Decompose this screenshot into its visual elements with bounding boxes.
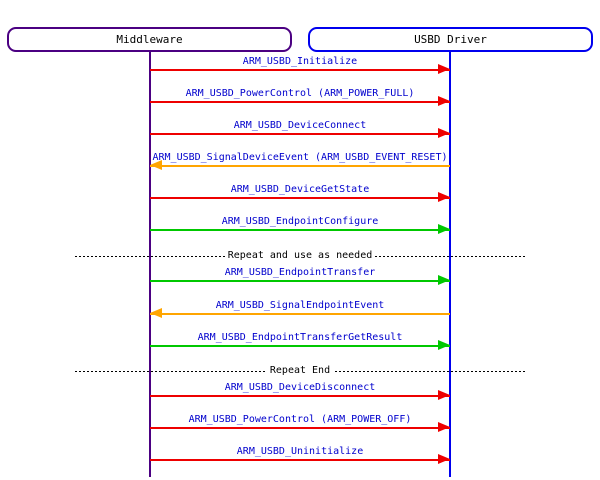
message-label[interactable]: ARM_USBD_EndpointTransfer [224,267,376,278]
message-line [150,427,450,429]
participant-label: USBD Driver [414,33,487,46]
message-label[interactable]: ARM_USBD_SignalEndpointEvent [215,300,385,311]
arrowhead-icon [438,224,450,234]
message-label[interactable]: ARM_USBD_DeviceConnect [233,120,367,131]
participant-box-usbd-driver: USBD Driver [308,27,593,52]
arrowhead-icon [438,390,450,400]
message-line [150,101,450,103]
arrowhead-icon [438,192,450,202]
message-line [150,165,450,167]
message-label[interactable]: ARM_USBD_Initialize [242,56,358,67]
message-line [150,459,450,461]
arrowhead-icon [438,422,450,432]
arrowhead-icon [438,64,450,74]
arrowhead-icon [150,160,162,170]
lifeline-usbd-driver [449,52,451,477]
message-label[interactable]: ARM_USBD_PowerControl (ARM_POWER_FULL) [185,88,415,99]
message-line [150,280,450,282]
arrowhead-icon [438,275,450,285]
separator-label: Repeat and use as needed [75,249,525,263]
message-label[interactable]: ARM_USBD_SignalDeviceEvent (ARM_USBD_EVE… [152,152,448,163]
arrowhead-icon [438,340,450,350]
arrowhead-icon [438,454,450,464]
message-line [150,133,450,135]
message-line [150,313,450,315]
message-line [150,69,450,71]
arrowhead-icon [150,308,162,318]
message-label[interactable]: ARM_USBD_DeviceDisconnect [224,382,376,393]
message-line [150,395,450,397]
message-line [150,197,450,199]
lifeline-middleware [149,52,151,477]
participant-box-middleware: Middleware [7,27,292,52]
message-label[interactable]: ARM_USBD_DeviceGetState [230,184,370,195]
message-label[interactable]: ARM_USBD_PowerControl (ARM_POWER_OFF) [188,414,412,425]
arrowhead-icon [438,128,450,138]
arrowhead-icon [438,96,450,106]
message-label[interactable]: ARM_USBD_EndpointTransferGetResult [197,332,403,343]
separator-label: Repeat End [75,364,525,378]
message-label[interactable]: ARM_USBD_EndpointConfigure [221,216,379,227]
message-label[interactable]: ARM_USBD_Uninitialize [236,446,364,457]
participant-label: Middleware [116,33,183,46]
message-line [150,345,450,347]
message-line [150,229,450,231]
